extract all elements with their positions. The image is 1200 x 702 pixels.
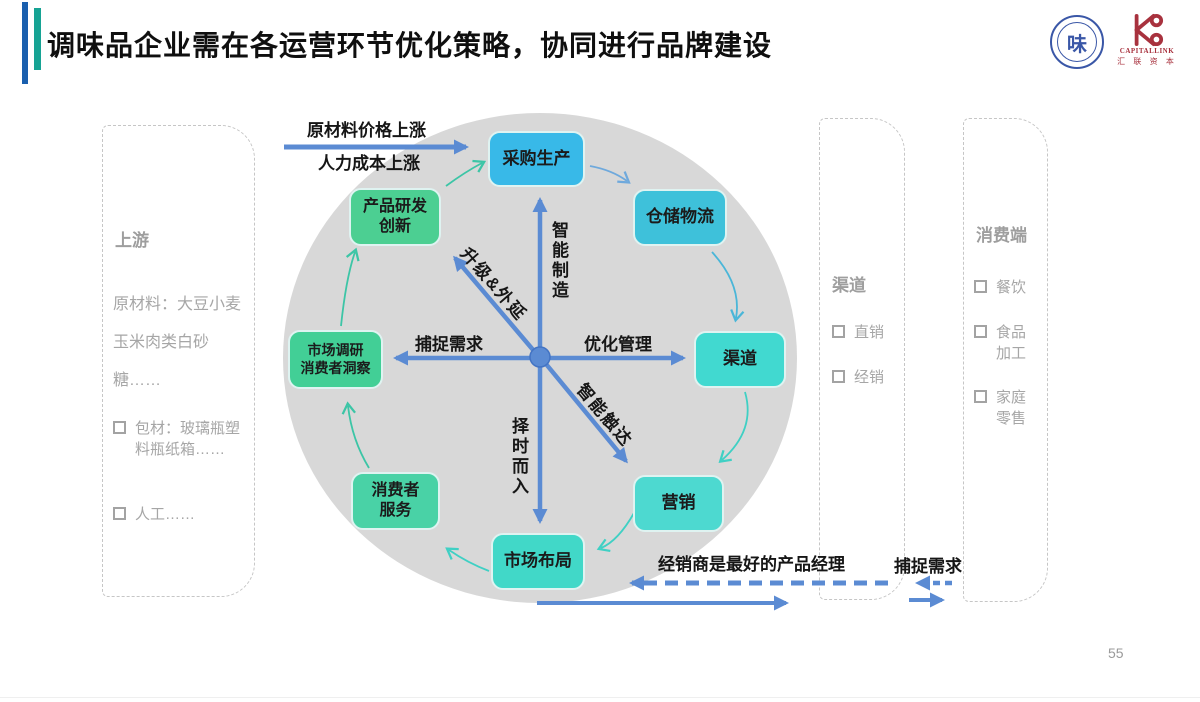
note-dealer-best-product-manager: 经销商是最好的产品经理 [658,555,845,574]
checkbox-icon [113,421,126,434]
knot-icon [1134,13,1164,47]
association-seal-logo: 味 [1050,15,1104,69]
checkbox-icon [974,280,987,293]
node-label: 市场调研 [307,342,364,359]
axis-label-optimize-management: 优化管理 [584,335,652,354]
axis-label-capture-demand: 捕捉需求 [415,335,483,354]
upstream-panel-title: 上游 [115,231,149,250]
channel-item-label: 直销 [854,324,885,341]
consumer-panel-title: 消费端 [976,226,1027,245]
node-warehousing-logistics: 仓储物流 [633,189,727,246]
note-raw-material-price-rise: 原材料价格上涨 [307,121,426,140]
upstream-item-packaging: 包材：玻璃瓶塑料瓶纸箱…… [113,418,245,460]
consumer-item-label: 家庭零售 [996,389,1027,427]
channel-panel-title: 渠道 [832,276,866,295]
node-market-layout: 市场布局 [491,533,585,590]
consumer-panel: 消费端 餐饮 食品加工 家庭零售 [963,118,1048,602]
node-label: 渠道 [723,349,757,369]
note-labor-cost-rise: 人力成本上涨 [318,154,420,173]
node-product-rd-innovation: 产品研发 创新 [349,188,441,246]
node-market-research: 市场调研 消费者洞察 [288,330,383,389]
capitallink-chinese-name: 汇 联 资 本 [1117,57,1177,66]
checkbox-icon [832,325,845,338]
channel-panel: 渠道 直销 经销 [819,118,905,600]
node-label: 采购生产 [502,148,571,168]
node-label: 仓储物流 [646,207,714,227]
node-consumer-service: 消费者 服务 [351,472,440,530]
consumer-item-label: 食品加工 [996,324,1027,362]
capitallink-logo: CAPITALLINK 汇 联 资 本 [1113,13,1181,67]
upstream-item-label: 包材：玻璃瓶塑料瓶纸箱…… [135,420,241,458]
checkbox-icon [974,325,987,338]
title-accent-bar-teal [34,8,41,70]
checkbox-icon [974,390,987,403]
page-number: 55 [1108,645,1124,661]
page-title: 调味品企业需在各运营环节优化策略，协同进行品牌建设 [47,30,773,61]
axis-label-smart-manufacturing: 智能制造 [549,221,568,301]
upstream-item-labor: 人工…… [113,504,245,525]
channel-item-label: 经销 [854,369,885,386]
axis-label-timing-entry: 择时而入 [509,417,528,497]
channel-item-distribution: 经销 [832,367,884,388]
node-channel: 渠道 [694,331,786,388]
consumer-item-home-retail: 家庭零售 [974,387,1038,429]
channel-item-direct: 直销 [832,322,884,343]
node-label: 创新 [378,218,411,235]
consumer-item-catering: 餐饮 [974,277,1038,298]
upstream-panel: 上游 原材料：大豆小麦玉米肉类白砂糖…… 包材：玻璃瓶塑料瓶纸箱…… 人工…… [102,125,255,597]
node-label: 服务 [379,502,412,519]
node-label: 消费者 [371,482,420,500]
node-marketing: 营销 [633,475,724,532]
node-procurement-production: 采购生产 [488,131,585,187]
capitallink-wordmark: CAPITALLINK [1119,47,1175,55]
node-label: 消费者洞察 [300,359,371,376]
checkbox-icon [832,370,845,383]
slide-bottom-edge [0,697,1200,698]
node-label: 市场布局 [504,551,572,571]
consumer-item-food-processing: 食品加工 [974,322,1038,364]
checkbox-icon [113,507,126,520]
upstream-raw-materials-text: 原材料：大豆小麦玉米肉类白砂糖…… [113,296,242,389]
title-accent-bar-blue [22,2,28,84]
upstream-item-label: 人工…… [135,506,196,523]
seal-glyph: 味 [1057,22,1097,62]
consumer-item-label: 餐饮 [996,279,1027,296]
note-capture-demand: 捕捉需求 [894,557,962,576]
node-label: 产品研发 [362,198,427,216]
node-label: 营销 [661,493,696,513]
